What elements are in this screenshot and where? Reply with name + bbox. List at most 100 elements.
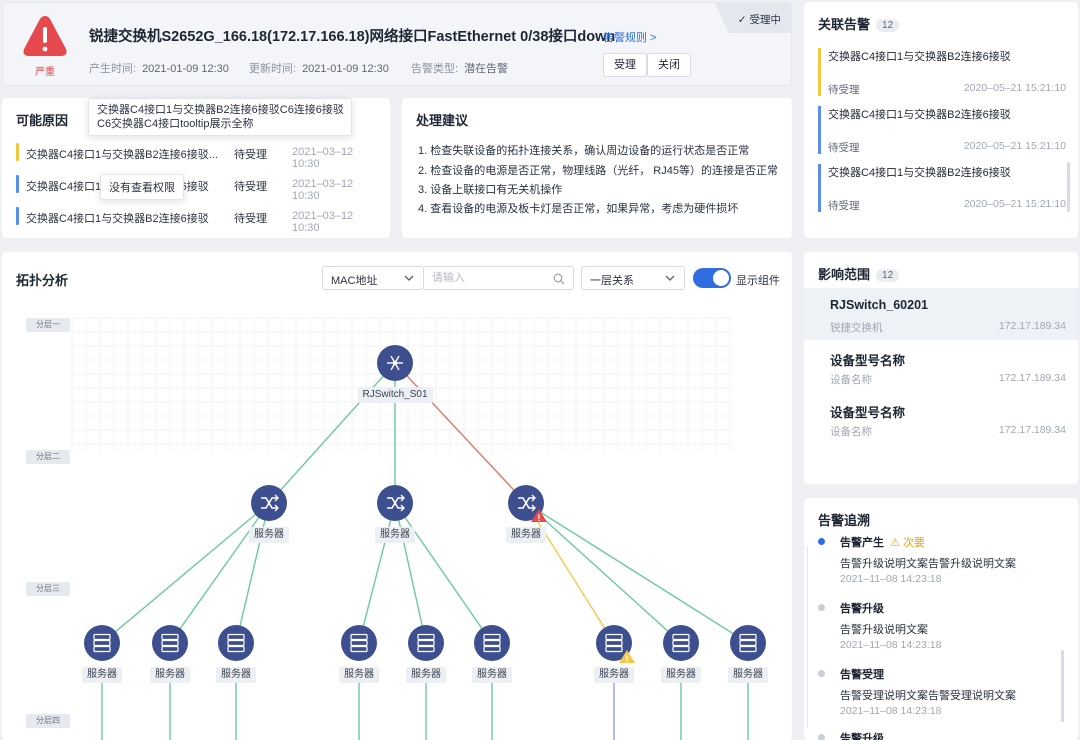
related-alarm-status: 待受理 [828, 200, 860, 212]
alarm-header-card: 严重 锐捷交换机S2652G_166.18(172.17.166.18)网络接口… [2, 2, 792, 86]
server-node[interactable] [663, 625, 699, 661]
trace-item-title: 告警受理 [840, 669, 884, 681]
cause-row-status: 待受理 [234, 149, 267, 161]
status-corner-label: ✓ 受理中 [737, 14, 781, 26]
cause-row[interactable]: 交换器C4接口1与交换器B2连接6接驳 待受理 2021–03–12 10:30 [16, 206, 382, 234]
related-alarm-color-bar [818, 106, 821, 154]
topology-link [358, 502, 396, 644]
cause-row-time: 2021–03–12 10:30 [292, 210, 354, 234]
related-alarm-item[interactable]: 交换器C4接口1与交换器B2连接6接驳 待受理 2020–05–21 15:21… [818, 106, 1066, 156]
trace-scrollbar[interactable] [1061, 650, 1064, 722]
topology-search-box[interactable] [424, 266, 574, 290]
close-button[interactable]: 关闭 [647, 53, 691, 77]
related-title-text: 关联告警 [818, 17, 871, 32]
node-label: 服务器 [661, 667, 701, 683]
topology-link [268, 362, 396, 504]
cause-row-name: 交换器C4接口1与交换器B2连接6接驳... [26, 149, 218, 161]
cause-row-color-bar [16, 143, 19, 161]
node-label: 服务器 [375, 527, 415, 543]
topology-canvas[interactable]: !! [2, 252, 792, 740]
server-node[interactable] [474, 625, 510, 661]
search-icon[interactable] [553, 273, 565, 285]
alarm-trace-panel: 告警追溯 告警产生⚠ 次要 告警升级说明文案告警升级说明文案 2021–11–0… [804, 498, 1078, 740]
server-node[interactable] [152, 625, 188, 661]
topology-link [169, 502, 270, 644]
advice-line: 3. 设备上联接口有无关机操作 [418, 184, 563, 196]
relation-depth-select[interactable]: 一层关系 [581, 266, 685, 290]
accept-button[interactable]: 受理 [603, 53, 647, 77]
severity-label: 严重 [35, 67, 55, 78]
scope-item[interactable]: 设备型号名称 设备名称 172.17.189.34 [804, 392, 1078, 444]
cause-title: 可能原因 [16, 113, 69, 128]
cause-row-color-bar [16, 175, 19, 193]
topology-link [394, 362, 527, 504]
node-label: 服务器 [406, 667, 446, 683]
layer-tag: 分层一 [26, 318, 70, 332]
advice-line: 4. 查看设备的电源及板卡灯是否正常，如果异常，考虑为硬件损坏 [418, 203, 739, 215]
topology-link [525, 502, 682, 644]
cause-row[interactable]: 交换器C4接口1与交换器B2连接6接驳 待受理 2021–03–12 10:30 [16, 174, 382, 202]
cause-row-status: 待受理 [234, 181, 267, 193]
minor-severity-label: 次要 [902, 537, 925, 549]
server-node[interactable] [84, 625, 120, 661]
switch-node[interactable] [508, 485, 544, 521]
show-components-toggle[interactable] [693, 268, 731, 288]
trace-item-title: 告警升级 [840, 603, 884, 615]
scope-item-type: 设备名称 [830, 374, 872, 386]
alarm-rule-link[interactable]: 告警规则 > [603, 32, 657, 44]
server-node[interactable] [596, 625, 632, 661]
related-alarm-color-bar [818, 164, 821, 212]
cause-row[interactable]: 交换器C4接口1与交换器B2连接6接驳... 待受理 2021–03–12 10… [16, 142, 382, 170]
node-label: 服务器 [506, 527, 546, 543]
switch-node[interactable] [377, 485, 413, 521]
related-scrollbar[interactable] [1067, 162, 1070, 212]
node-label: 服务器 [472, 667, 512, 683]
scope-item[interactable]: RJSwitch_60201 锐捷交换机 172.17.189.34 [804, 288, 1078, 340]
topology-link [525, 502, 749, 644]
scope-item[interactable]: 设备型号名称 设备名称 172.17.189.34 [804, 340, 1078, 392]
scope-item-name: 设备型号名称 [830, 354, 906, 368]
switch-node[interactable] [251, 485, 287, 521]
server-node[interactable] [218, 625, 254, 661]
related-alarm-item[interactable]: 交换器C4接口1与交换器B2连接6接驳 待受理 2020–05–21 15:21… [818, 48, 1066, 98]
handling-advice-panel: 处理建议 1. 检查失联设备的拓扑连接关系，确认周边设备的运行状态是否正常 2.… [402, 98, 792, 238]
search-field-select[interactable]: MAC地址 [322, 266, 424, 290]
topology-search-input[interactable] [432, 267, 552, 289]
server-node[interactable] [730, 625, 766, 661]
related-alarm-title: 交换器C4接口1与交换器B2连接6接驳 [828, 51, 1011, 63]
server-node[interactable] [341, 625, 377, 661]
scope-count-badge: 12 [876, 269, 900, 282]
trace-dot [818, 538, 825, 545]
trace-item-desc: 告警升级说明文案 [840, 624, 928, 636]
updated-time-label: 更新时间: [249, 63, 297, 75]
advice-title: 处理建议 [416, 113, 469, 128]
search-field-value: MAC地址 [331, 275, 378, 287]
root-switch-node[interactable] [377, 345, 413, 381]
scope-item-ip: 172.17.189.34 [998, 372, 1066, 384]
server-node[interactable] [408, 625, 444, 661]
critical-alarm-icon: ! [531, 509, 547, 523]
warning-icon: ⚠ [890, 537, 900, 549]
related-alarm-title: 交换器C4接口1与交换器B2连接6接驳 [828, 109, 1011, 121]
trace-item-title-text: 告警产生 [840, 537, 884, 549]
related-alarm-item[interactable]: 交换器C4接口1与交换器B2连接6接驳 待受理 2020–05–21 15:21… [818, 164, 1066, 214]
relation-depth-value: 一层关系 [590, 275, 634, 287]
trace-dot [818, 734, 825, 740]
scope-item-ip: 172.17.189.34 [998, 320, 1066, 332]
trace-item-time: 2021–11–08 14:23:18 [840, 705, 942, 717]
cause-row-color-bar [16, 207, 19, 225]
alarm-type: 告警类型:潜在告警 [411, 60, 508, 76]
topology-panel: 拓扑分析 MAC地址 一层关系 显示组件 分层一 分层二 分层三 分层四 !! … [2, 252, 792, 740]
topology-title: 拓扑分析 [16, 273, 69, 288]
svg-text:!: ! [538, 513, 541, 523]
related-alarm-status: 待受理 [828, 84, 860, 96]
chevron-down-icon [404, 275, 414, 281]
minor-severity-badge: ⚠ 次要 [890, 537, 925, 549]
scope-item-type: 锐捷交换机 [830, 322, 883, 334]
created-time-label: 产生时间: [89, 63, 137, 75]
related-alarm-time: 2020–05–21 15:21:10 [963, 82, 1066, 94]
severity-badge: 严重 [21, 13, 69, 78]
